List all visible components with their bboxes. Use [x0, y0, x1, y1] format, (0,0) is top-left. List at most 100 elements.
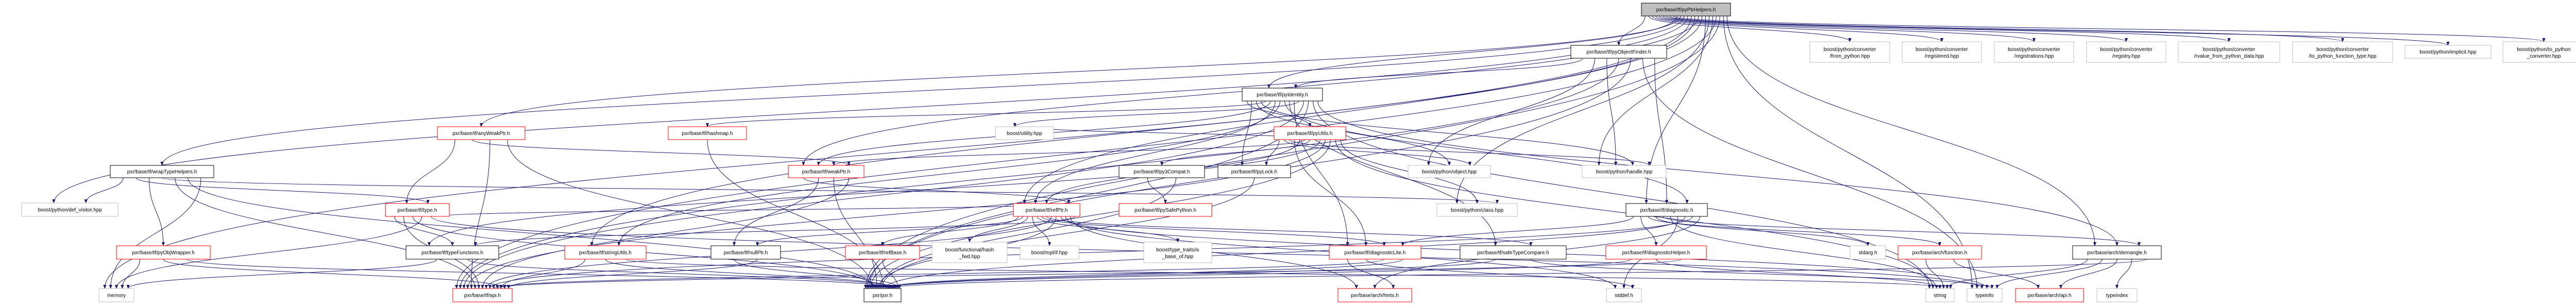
- node-pyObjectFinder[interactable]: pxr/base/tf/pyObjectFinder.h: [1570, 45, 1667, 59]
- node-refPtr[interactable]: pxr/base/tf/refPtr.h: [1013, 203, 1080, 217]
- node-tf_api[interactable]: pxr/base/tf/api.h: [452, 288, 513, 302]
- node-diagnosticLite[interactable]: pxr/base/tf/diagnosticLite.h: [1329, 245, 1421, 260]
- node-pxr[interactable]: pxr/pxr.h: [863, 288, 902, 302]
- node-memory[interactable]: memory: [98, 288, 134, 302]
- node-label: memory: [107, 293, 126, 299]
- node-demangle[interactable]: pxr/base/arch/demangle.h: [2072, 245, 2162, 260]
- nodes-layer: pxr/base/tf/pyPtrHelpers.h pxr/base/tf/py…: [21, 3, 2576, 302]
- edge-weakPtr-to-nullPtr: [732, 177, 819, 246]
- node-stdarg[interactable]: stdarg.h: [1850, 245, 1886, 260]
- edge-type-to-typeFunctions: [394, 216, 454, 246]
- node-hash_fwd[interactable]: boost/functional/hash_fwd.hpp: [931, 242, 1008, 263]
- node-typeinfo[interactable]: typeinfo: [1967, 288, 2003, 302]
- edge-diagnostic-to-diagnosticHelper: [1640, 216, 1658, 246]
- node-stringUtils[interactable]: pxr/base/tf/stringUtils.h: [564, 245, 647, 260]
- node-label: pxr/base/tf/api.h: [464, 293, 501, 299]
- node-nullPtr[interactable]: pxr/base/tf/nullPtr.h: [710, 245, 781, 260]
- edge-pyIdentity-to-demangle: [1317, 100, 2119, 246]
- node-label: pxr/base/tf/py3Compat.h: [1134, 170, 1190, 175]
- node-label: pxr/base/tf/refBase.h: [859, 250, 906, 256]
- node-label: pxr/base/tf/wrapTypeHelpers.h: [127, 170, 197, 175]
- node-mpl_if[interactable]: boost/mpl/if.hpp: [1020, 245, 1079, 260]
- node-cv_topyfn[interactable]: boost/python/converter/to_python_functio…: [2292, 41, 2393, 63]
- node-pyUtils[interactable]: pxr/base/tf/pyUtils.h: [1274, 126, 1346, 140]
- node-label: pxr/base/tf/nullPtr.h: [724, 250, 768, 256]
- node-anyWeakPtr[interactable]: pxr/base/tf/anyWeakPtr.h: [437, 126, 526, 140]
- edge-diagnostic-to-string: [1670, 216, 1938, 289]
- edge-nullPtr-to-tf_api: [506, 259, 758, 289]
- edge-anyWeakPtr-to-tf_api: [469, 139, 490, 289]
- node-wrapTypeHelpers[interactable]: pxr/base/tf/wrapTypeHelpers.h: [110, 165, 214, 178]
- edge-root-to-anyWeakPtr: [479, 15, 1681, 127]
- node-implicit[interactable]: boost/python/implicit.hpp: [2404, 45, 2492, 59]
- node-pyObjWrapper[interactable]: pxr/base/tf/pyObjWrapper.h: [116, 245, 211, 260]
- edge-wrapTypeHelpers-to-pyObjWrapper: [148, 177, 165, 246]
- edge-diagnostic-to-demangle: [1663, 216, 2141, 246]
- node-refBase[interactable]: pxr/base/tf/refBase.h: [845, 245, 920, 260]
- node-pyLock[interactable]: pxr/base/tf/pyLock.h: [1217, 165, 1291, 178]
- edge-py3Compat-to-pySafePython: [1147, 177, 1167, 204]
- edge-anyWeakPtr-to-weakPtr: [472, 139, 851, 166]
- node-function[interactable]: pxr/base/arch/function.h: [1897, 245, 1982, 260]
- node-box: [1143, 242, 1212, 263]
- node-type[interactable]: pxr/base/tf/type.h: [385, 203, 450, 217]
- node-box: [2178, 41, 2280, 63]
- edge-pyObjWrapper-to-memory: [121, 259, 140, 289]
- node-hints[interactable]: pxr/base/arch/hints.h: [1337, 288, 1412, 302]
- node-cv_from[interactable]: boost/python/converter/from_python.hpp: [1809, 41, 1890, 63]
- node-pySafePython[interactable]: pxr/base/tf/pySafePython.h: [1118, 203, 1212, 217]
- node-label: pxr/base/tf/diagnosticHelper.h: [1622, 250, 1690, 256]
- edge-root-to-cv_rvalue: [1663, 15, 2231, 42]
- node-typeFunctions[interactable]: pxr/base/tf/typeFunctions.h: [405, 245, 499, 260]
- edge-safeTypeCompare-to-typeinfo: [1530, 259, 1994, 289]
- node-label: pxr/base/arch/demangle.h: [2087, 250, 2147, 256]
- edge-root-to-typeinfo: [1723, 15, 1974, 289]
- node-cv_registered[interactable]: boost/python/converter/registered.hpp: [1902, 41, 1982, 63]
- node-box: [845, 245, 920, 260]
- node-safeTypeCompare[interactable]: pxr/base/tf/safeTypeCompare.h: [1460, 245, 1567, 260]
- node-utility[interactable]: boost/utility.hpp: [995, 126, 1054, 140]
- node-string[interactable]: string: [1925, 288, 1955, 302]
- edge-pyIdentity-to-pyUtils: [1246, 100, 1312, 127]
- edge-pyUtils-to-utility: [1032, 126, 1315, 140]
- node-diagnostic[interactable]: pxr/base/tf/diagnostic.h: [1625, 203, 1708, 217]
- node-handle[interactable]: boost/python/handle.hpp: [1582, 165, 1667, 178]
- node-object[interactable]: boost/python/object.hpp: [1408, 165, 1491, 178]
- node-cv_registrations[interactable]: boost/python/converter/registrations.hpp: [1994, 41, 2074, 63]
- node-box: [2292, 41, 2393, 63]
- node-hashmap[interactable]: pxr/base/tf/hashmap.h: [668, 126, 747, 140]
- node-cv_rvalue[interactable]: boost/python/converter/rvalue_from_pytho…: [2178, 41, 2280, 63]
- edge-root-to-cv_registry: [1659, 15, 2128, 42]
- node-py3Compat[interactable]: pxr/base/tf/py3Compat.h: [1118, 165, 1205, 178]
- node-arch_api[interactable]: pxr/base/arch/api.h: [2015, 288, 2084, 302]
- edge-typeFunctions-to-memory: [126, 259, 437, 289]
- edge-demangle-to-typeinfo: [1995, 259, 2103, 289]
- edge-diagnosticHelper-to-tf_api: [496, 259, 1682, 289]
- node-label: pxr/base/tf/refPtr.h: [1026, 208, 1068, 213]
- edge-root-to-memory: [103, 15, 1692, 289]
- edge-pyObjectFinder-to-pyIdentity: [1294, 58, 1583, 89]
- node-label: boost/python/def_visitor.hpp: [38, 208, 102, 213]
- edge-wrapTypeHelpers-to-type: [135, 177, 430, 204]
- node-cv_registry[interactable]: boost/python/converter/registry.hpp: [2086, 41, 2166, 63]
- node-typeindex[interactable]: typeindex: [2096, 288, 2138, 302]
- node-box: [1625, 203, 1708, 217]
- node-pyIdentity[interactable]: pxr/base/tf/pyIdentity.h: [1242, 88, 1323, 101]
- node-def_visitor[interactable]: boost/python/def_visitor.hpp: [21, 202, 118, 217]
- node-root[interactable]: pxr/base/tf/pyPtrHelpers.h: [1641, 3, 1731, 16]
- node-box: [1570, 45, 1667, 59]
- edge-pyObjectFinder-to-object: [1427, 58, 1595, 166]
- node-box: [1217, 165, 1291, 178]
- node-label: pxr/base/tf/pySafePython.h: [1134, 208, 1196, 213]
- node-class[interactable]: boost/python/class.hpp: [1436, 203, 1518, 217]
- node-stddef[interactable]: stddef.h: [1606, 288, 1642, 302]
- node-to_python_converter[interactable]: boost/python/to_python_converter.hpp: [2502, 41, 2576, 63]
- node-is_base_of[interactable]: boost/type_traits/is_base_of.hpp: [1143, 242, 1212, 263]
- node-label: string: [1934, 293, 1946, 299]
- node-box: [2015, 288, 2084, 302]
- edge-pyUtils-to-pyLock: [1264, 139, 1280, 166]
- node-label: pxr/base/tf/diagnostic.h: [1640, 208, 1693, 213]
- edge-nullPtr-to-pxr: [734, 259, 901, 289]
- node-weakPtr[interactable]: pxr/base/tf/weakPtr.h: [788, 165, 865, 178]
- node-diagnosticHelper[interactable]: pxr/base/tf/diagnosticHelper.h: [1605, 245, 1707, 260]
